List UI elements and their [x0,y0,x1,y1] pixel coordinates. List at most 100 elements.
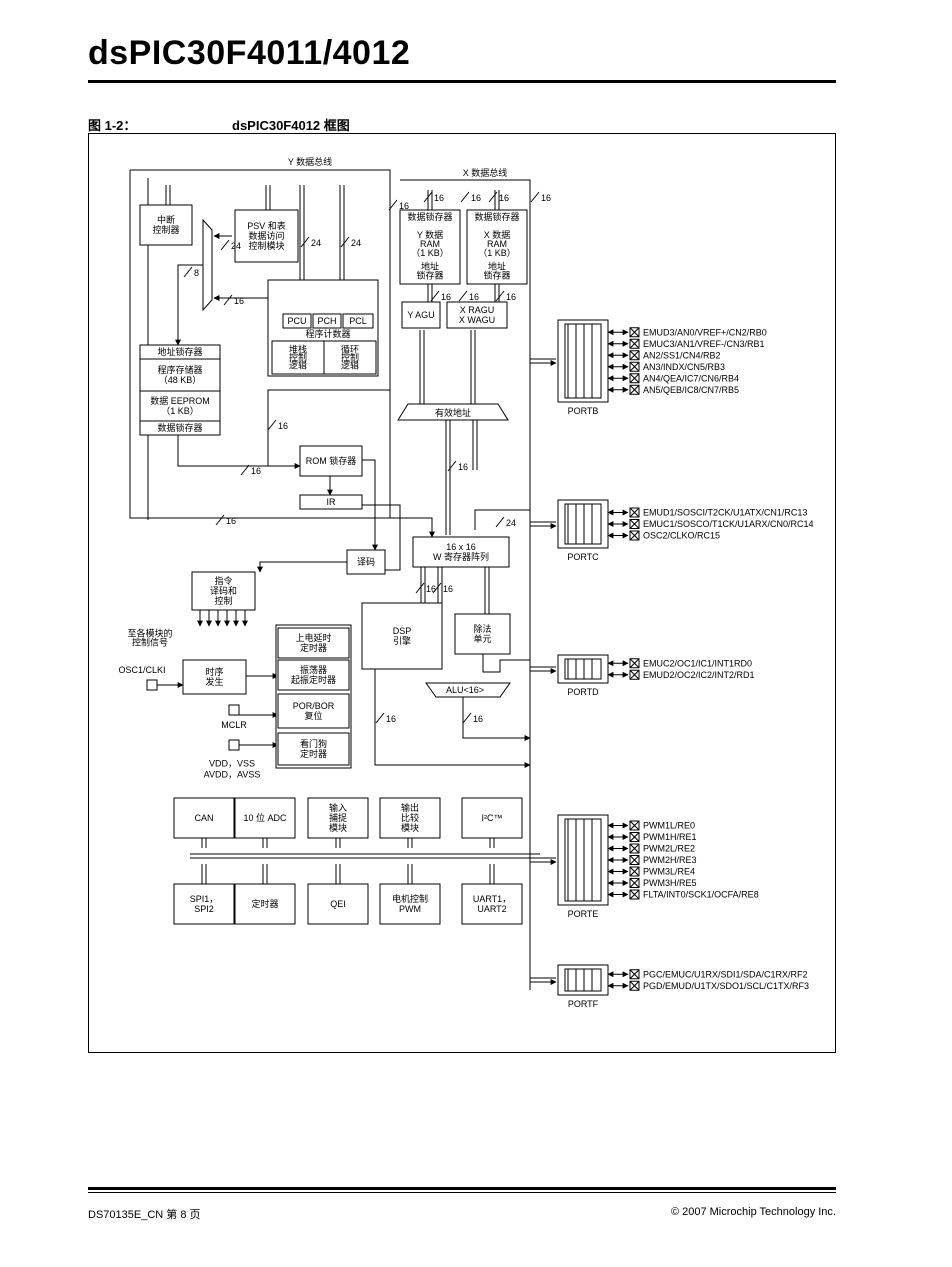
divide-unit [454,613,511,655]
control-signals-line-1: 控制信号 [132,637,168,648]
port-box [557,499,609,549]
effective-address [397,403,509,421]
instruction-decode [191,571,256,611]
doc-title: dsPIC30F4011/4012 [88,34,411,72]
osc-pin [146,679,158,691]
prog-to-rom [177,435,301,469]
w-x2-label: 16 [471,193,481,203]
power-up-timer [277,627,350,659]
y-ram-latch-top: 数据锁存器 [407,211,452,222]
w-xbus-slash [530,191,540,203]
y-bus-label: Y 数据总线 [288,156,332,167]
peripheral-bot-3 [379,883,441,925]
port-portd: PORTDEMUC2/OC1/IC1/INT1RD0EMUD2/OC2/IC2/… [530,654,755,697]
port-name: PORTE [568,909,599,919]
osc-label: OSC1/CLKI [118,665,165,675]
port-name: PORTD [567,687,599,697]
w-mux24a-slash [220,239,230,251]
peripheral-top-3 [379,797,441,839]
peripheral-bot-3-line-1: PWM [399,904,421,914]
port-latch [564,968,602,992]
pin-label: PWM3L/RE4 [643,867,695,877]
pin-x [629,350,640,361]
por-bor [277,693,350,729]
peripheral-bot-4 [461,883,523,925]
control-signals-line-0: 至各模块的 [127,628,172,639]
peripheral-top-2-line-2: 模块 [329,822,347,833]
pin-x [629,969,640,980]
wreg-xbus [474,509,530,530]
pin-label: PWM3H/RE5 [643,878,697,888]
watchdog-timer [277,732,350,766]
ir-line-0: IR [327,497,337,507]
power-pins-line-0: VDD，VSS [209,759,255,769]
divide-unit-line-0: 除法 [473,623,491,634]
pc-label: 程序计数器 [305,328,350,339]
w-ir16-slash [215,514,225,526]
pin-x [629,373,640,384]
port-box [557,319,609,403]
pch-line-0: PCH [317,316,336,326]
por-bor-line-1: 复位 [304,710,322,721]
port-portb: PORTBEMUD3/AN0/VREF+/CN2/RB0EMUC3/AN1/VR… [530,319,767,416]
peripheral-top-3-line-2: 模块 [401,822,419,833]
dsp-engine [361,602,443,670]
w-x2-slash [460,191,470,203]
port-latch [564,658,602,680]
pin-label: EMUC3/AN1/VREF-/CN3/RB1 [643,339,765,349]
port-latch [564,323,602,399]
alu-label: ALU<16> [446,685,484,695]
peripheral-top-0 [173,797,235,839]
data-latch-line-0: 数据锁存器 [157,422,202,433]
footer-copyright: © 2007 Microchip Technology Inc. [670,1206,836,1218]
peripheral-bot-1-line-0: 定时器 [251,898,278,909]
bottom-rule [88,1187,836,1190]
w-mux24b-slash [183,266,193,278]
timing-generation-line-1: 发生 [205,676,223,687]
program-memory [139,358,221,392]
pcl-line-0: PCL [349,316,367,326]
dsp-out [374,669,531,768]
pin-x [629,338,640,349]
w-ybus-label: 16 [399,201,409,211]
stack-control-line-2: 逻辑 [289,360,307,371]
w-register-array-line-1: W 寄存器阵列 [433,551,489,562]
pin-label: AN4/QEA/IC7/CN6/RB4 [643,373,739,383]
pin-x [629,832,640,842]
loop-control-line-1: 控制 [341,352,359,363]
y-ram [399,209,461,285]
w-alu-out-slash [462,712,472,724]
addr-latch-line-0: 地址锁存器 [157,346,202,357]
pin-x [629,519,640,529]
pin-x [629,820,640,831]
peripheral-top-2-line-0: 输入 [329,802,347,813]
peripheral-top-4-line-0: I²C™ [482,813,503,823]
pin-label: AN2/SS1/CN4/RB2 [643,350,721,360]
rom-latch-line-0: ROM 锁存器 [306,455,357,466]
x-ram-body-line-0: X 数据 [484,229,511,240]
pin-label: EMUC2/OC1/IC1/INT1RD0 [643,658,752,668]
timing-generation-line-0: 时序 [205,666,223,677]
pin-label: PWM2L/RE2 [643,844,695,854]
pcu [282,313,312,329]
interrupt-controller [139,204,193,246]
address-mux [202,218,213,312]
footer-doc-id: DS70135E_CN 第 8 页 [88,1209,201,1221]
w-dsp16a-label: 16 [426,584,436,594]
w-rom24-label: 16 [251,466,261,476]
x-ram-latch-top: 数据锁存器 [474,211,519,222]
rom-latch [299,445,363,477]
peripheral-bot-2-line-0: QEI [330,899,346,909]
pin-label: PGD/EMUD/U1TX/SDO1/SCL/C1TX/RF3 [643,981,809,991]
pin-label: AN5/QEB/IC8/CN7/RB5 [643,385,739,395]
w-mux24b-label: 8 [194,268,199,278]
x-bus-label: X 数据总线 [463,167,508,178]
pin-x [629,980,640,991]
w-rom16-slash [267,419,277,431]
stack-control-line-1: 控制 [289,352,307,363]
w-register-array [412,536,510,568]
x-agu [446,301,508,329]
loop-control-line-0: 循环 [341,344,359,355]
x-ram-addr-line-1: 锁存器 [483,270,510,281]
